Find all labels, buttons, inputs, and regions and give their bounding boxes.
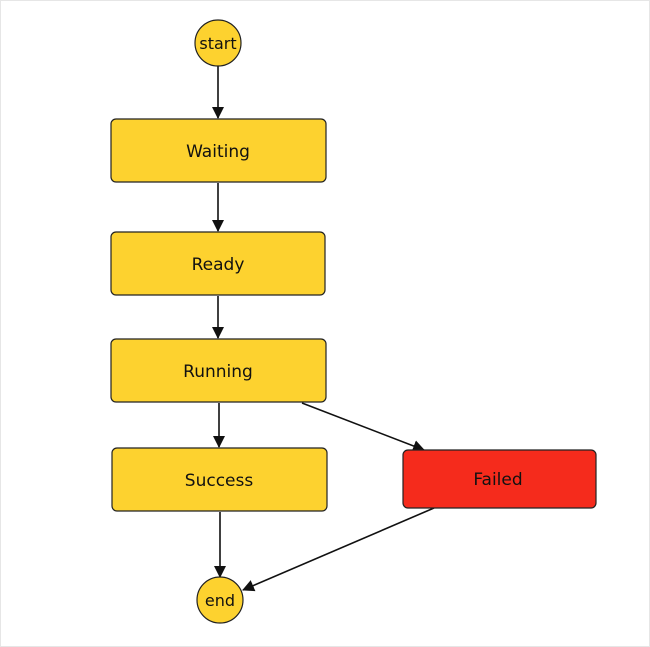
- success-box: [111, 447, 328, 512]
- edges: [212, 66, 435, 592]
- end-label: end: [205, 591, 235, 610]
- ready-label: Ready: [192, 255, 245, 275]
- node-success[interactable]: Success: [111, 447, 328, 512]
- node-start[interactable]: start: [194, 19, 242, 67]
- success-label: Success: [185, 471, 254, 491]
- failed-box: [402, 449, 597, 509]
- node-end[interactable]: end: [196, 576, 244, 624]
- node-failed[interactable]: Failed: [402, 449, 597, 509]
- node-running[interactable]: Running: [110, 338, 327, 403]
- start-circle: [194, 19, 242, 67]
- node-waiting[interactable]: Waiting: [110, 118, 327, 183]
- waiting-box: [110, 118, 327, 183]
- edge-failed-end: [242, 507, 435, 592]
- node-ready[interactable]: Ready: [110, 231, 326, 296]
- running-box: [110, 338, 327, 403]
- end-circle: [196, 576, 244, 624]
- waiting-label: Waiting: [186, 142, 250, 162]
- ready-box: [110, 231, 326, 296]
- failed-label: Failed: [473, 470, 522, 490]
- edge-running-failed: [301, 402, 425, 452]
- running-label: Running: [183, 362, 253, 382]
- start-label: start: [199, 34, 236, 53]
